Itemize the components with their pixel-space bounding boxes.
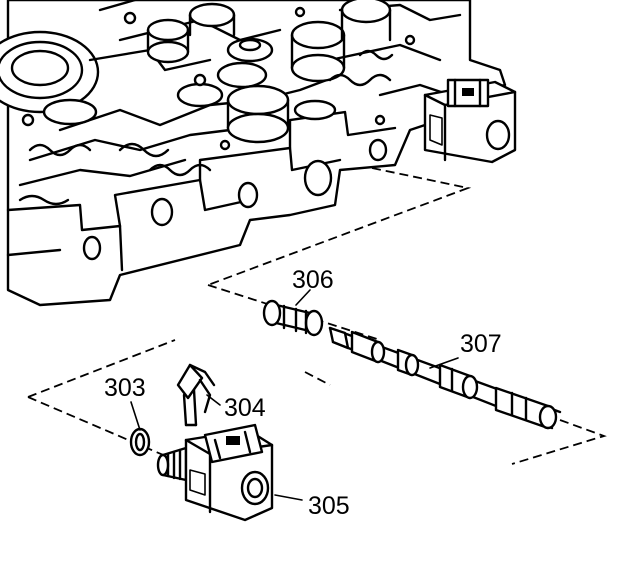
plug-bosses	[42, 0, 392, 144]
valve-body-casting	[0, 0, 507, 307]
bore-spools	[18, 49, 394, 206]
shift-solenoid-305	[156, 423, 274, 522]
leader-lines	[130, 289, 459, 501]
retainer-clip-304	[176, 363, 216, 427]
installed-solenoid	[423, 78, 517, 164]
valve-spool-307	[328, 326, 562, 430]
callout-305: 305	[308, 492, 350, 520]
locator-lines	[27, 167, 607, 465]
callout-307: 307	[460, 330, 502, 358]
callout-303: 303	[104, 374, 146, 402]
sleeve-306	[262, 299, 324, 337]
callout-306: 306	[292, 266, 334, 294]
o-ring-303	[129, 427, 151, 457]
callout-304: 304	[224, 394, 266, 422]
